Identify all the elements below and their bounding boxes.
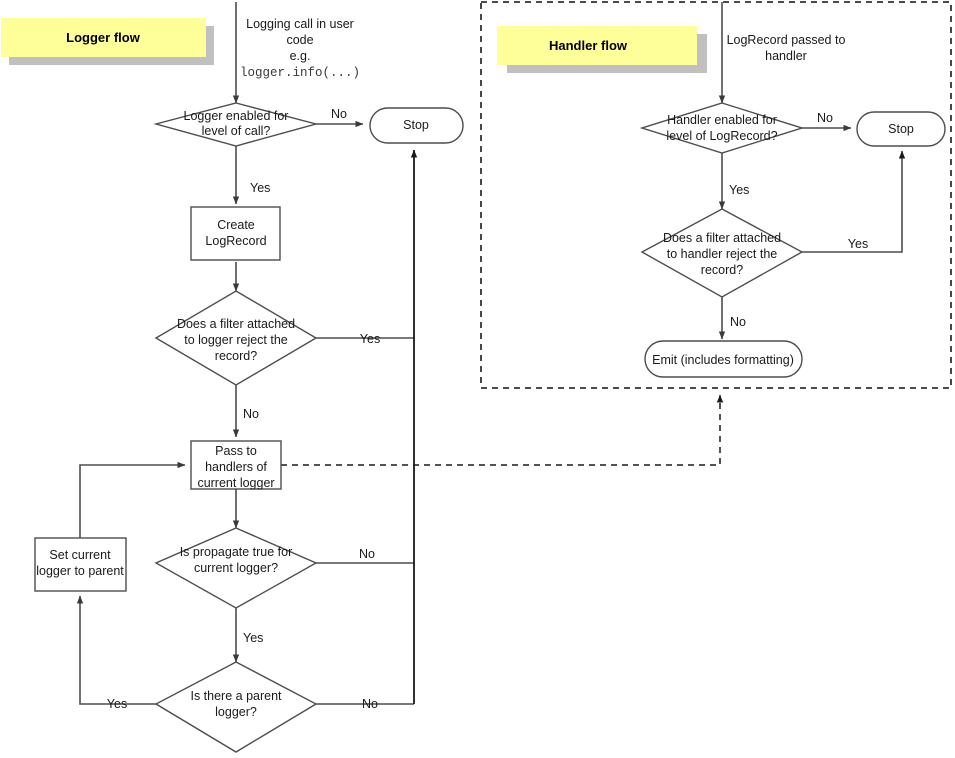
- handler-stop-label: Stop: [888, 122, 914, 136]
- propagate-line1: Is propagate true for: [180, 545, 293, 559]
- decision-logger-filter: [154, 290, 318, 386]
- create-logrecord-line2: LogRecord: [205, 234, 266, 248]
- propagate-line2: current logger?: [194, 561, 278, 575]
- emit-label: Emit (includes formatting): [652, 353, 794, 367]
- label-logger-enabled-yes: Yes: [250, 181, 270, 195]
- label-handler-enabled-no: No: [817, 111, 833, 125]
- decision-logger-enabled: [153, 102, 319, 147]
- handler-entry-line2: handler: [765, 49, 807, 63]
- handler-enabled-line1: Handler enabled for: [667, 113, 777, 127]
- set-parent-line2: logger to parent: [36, 564, 124, 578]
- logger-flow-banner: [1, 18, 206, 57]
- decision-handler-filter: [640, 208, 804, 298]
- handler-flow-banner: [497, 26, 697, 65]
- label-handler-enabled-yes: Yes: [729, 183, 749, 197]
- label-parent-yes: Yes: [107, 697, 127, 711]
- terminator-stop-logger: [369, 107, 464, 144]
- decision-is-propagate-true: [154, 527, 318, 609]
- logger-entry-code: logger.info(...): [240, 66, 360, 80]
- handler-flow-panel-border: [480, 1, 952, 389]
- decision-is-there-parent-logger: [154, 661, 318, 753]
- pass-to-handlers-line3: current logger: [197, 476, 274, 490]
- logger-filter-line1: Does a filter attached: [177, 317, 295, 331]
- logger-stop-label: Stop: [403, 118, 429, 132]
- decision-handler-enabled: [639, 102, 805, 154]
- logger-entry-line1: Logging call in user: [246, 17, 354, 31]
- label-handler-filter-no: No: [730, 315, 746, 329]
- edge-pass-to-handler-panel: [281, 394, 724, 466]
- handler-enabled-line2: level of LogRecord?: [666, 129, 777, 143]
- terminator-stop-handler: [856, 111, 946, 147]
- label-logger-filter-no: No: [243, 407, 259, 421]
- terminator-emit: [644, 340, 803, 378]
- logger-enabled-line1: Logger enabled for: [184, 109, 289, 123]
- logger-flow-banner-label: Logger flow: [66, 30, 141, 45]
- process-set-current-logger-to-parent: [34, 537, 127, 592]
- parent-logger-line2: logger?: [215, 705, 257, 719]
- handler-filter-line3: record?: [701, 263, 743, 277]
- handler-entry-line1: LogRecord passed to: [727, 33, 846, 47]
- edge-parent-yes-to-set-parent: [76, 595, 156, 705]
- pass-to-handlers-line2: handlers of: [205, 460, 267, 474]
- handler-filter-line1: Does a filter attached: [663, 231, 781, 245]
- label-logger-enabled-no: No: [331, 107, 347, 121]
- create-logrecord-line1: Create: [217, 218, 255, 232]
- parent-logger-line1: Is there a parent: [190, 689, 282, 703]
- logger-enabled-line2: level of call?: [202, 124, 271, 138]
- handler-filter-line2: to handler reject the: [667, 247, 778, 261]
- pass-to-handlers-line1: Pass to: [215, 444, 257, 458]
- label-propagate-yes: Yes: [243, 631, 263, 645]
- label-logger-filter-yes: Yes: [360, 332, 380, 346]
- logger-entry-line2: code: [286, 33, 313, 47]
- process-pass-to-handlers: [190, 440, 282, 490]
- label-propagate-no: No: [359, 547, 375, 561]
- handler-flow-banner-label: Handler flow: [549, 38, 628, 53]
- label-handler-filter-yes: Yes: [848, 237, 868, 251]
- logger-entry-line3: e.g.: [290, 49, 311, 63]
- edge-set-parent-to-pass: [79, 461, 186, 538]
- process-create-logrecord: [190, 206, 281, 261]
- logger-filter-line3: record?: [215, 349, 257, 363]
- edge-handler-filter-yes-to-stop: [802, 150, 906, 253]
- logger-filter-line2: to logger reject the: [184, 333, 288, 347]
- label-parent-no: No: [362, 697, 378, 711]
- set-parent-line1: Set current: [49, 548, 111, 562]
